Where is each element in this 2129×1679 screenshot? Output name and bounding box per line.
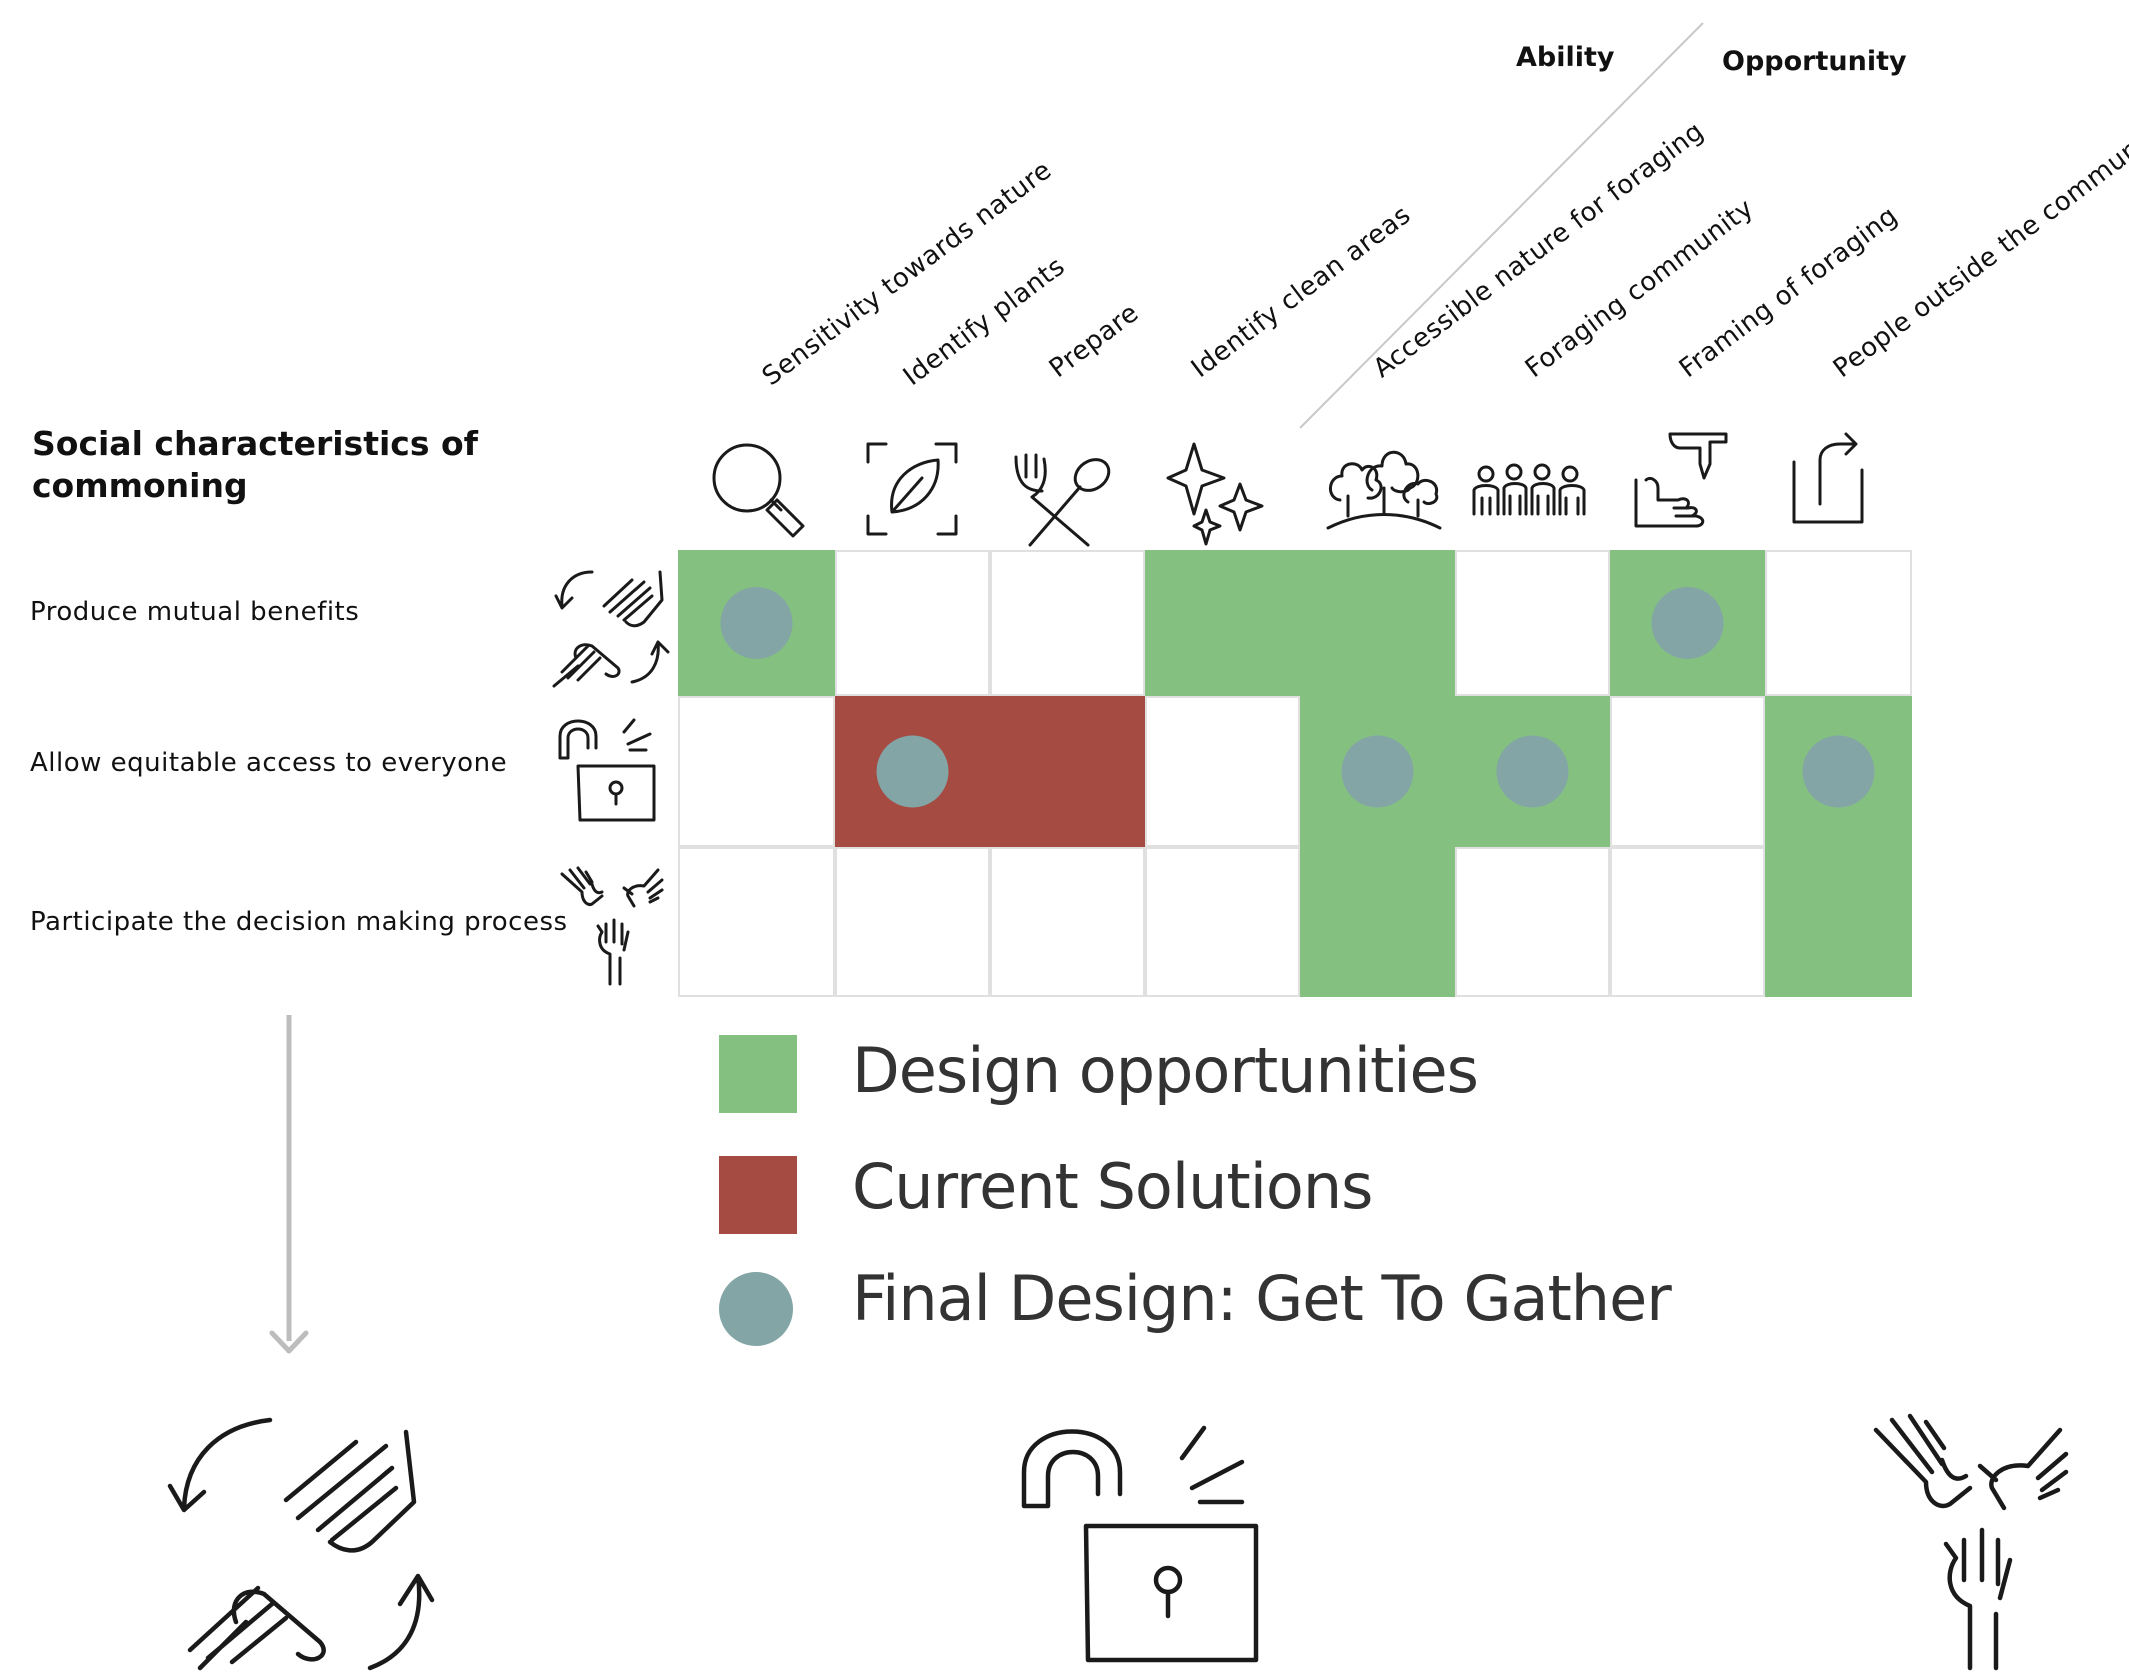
- matrix-cell: [990, 550, 1145, 696]
- matrix-cell: [1610, 847, 1765, 997]
- open-lock-icon: [558, 718, 656, 822]
- legend-swatch-green: [719, 1035, 797, 1113]
- matrix-cell-border: [990, 847, 1145, 997]
- sparkles-icon: [1166, 442, 1264, 546]
- matrix-cell-border: [835, 550, 990, 696]
- matrix-cell-border: [1455, 847, 1610, 997]
- category-opportunity: Opportunity: [1722, 46, 1907, 77]
- final-design-dot: [720, 587, 793, 659]
- final-design-dot: [876, 735, 949, 808]
- trees-icon: [1326, 450, 1442, 530]
- matrix-cell: [1455, 847, 1610, 997]
- hands-frame-icon: [1634, 432, 1728, 528]
- matrix-cell-border: [1610, 696, 1765, 847]
- matrix-cell: [1300, 847, 1455, 997]
- matrix-cell-border: [1455, 550, 1610, 696]
- matrix-cell: [1765, 550, 1912, 696]
- legend-design-opportunities: Design opportunities: [852, 1034, 1479, 1107]
- magnifier-icon: [712, 443, 805, 538]
- share-icon: [1792, 432, 1864, 524]
- down-arrow: [269, 1015, 309, 1354]
- final-design-dot: [1802, 735, 1875, 808]
- fork-spoon-icon: [1014, 453, 1111, 547]
- people-group-icon: [1472, 463, 1586, 516]
- three-hands-icon-large: [1873, 1413, 2069, 1671]
- matrix-cell: [990, 696, 1145, 847]
- matrix-cell: [835, 847, 990, 997]
- matrix-cell: [1765, 847, 1912, 997]
- legend-swatch-red: [719, 1156, 797, 1234]
- leaf-scan-icon: [866, 442, 958, 536]
- open-lock-icon-large: [1021, 1425, 1259, 1663]
- matrix-cell-border: [835, 847, 990, 997]
- matrix-cell-border: [678, 696, 835, 847]
- page-title: Social characteristics of commoning: [32, 424, 478, 505]
- legend-final-design: Final Design: Get To Gather: [852, 1262, 1672, 1335]
- matrix-cell: [1610, 696, 1765, 847]
- matrix-cell: [835, 550, 990, 696]
- matrix-cell: [1145, 696, 1300, 847]
- matrix-cell-border: [1765, 550, 1912, 696]
- matrix-cell: [1145, 550, 1300, 696]
- matrix-cell: [1300, 550, 1455, 696]
- matrix-cell-border: [1145, 847, 1300, 997]
- three-hands-icon: [560, 866, 664, 986]
- row-label-decision-making: Participate the decision making process: [30, 907, 568, 937]
- row-label-mutual-benefits: Produce mutual benefits: [30, 597, 360, 627]
- matrix-cell: [678, 696, 835, 847]
- matrix-cell-border: [1145, 696, 1300, 847]
- matrix-cell: [990, 847, 1145, 997]
- legend-swatch-dot: [719, 1272, 793, 1346]
- matrix-cell-border: [1610, 847, 1765, 997]
- matrix-cell-border: [990, 550, 1145, 696]
- final-design-dot: [1341, 735, 1414, 808]
- final-design-dot: [1496, 735, 1569, 808]
- matrix-cell: [1145, 847, 1300, 997]
- matrix-cell-border: [678, 847, 835, 997]
- matrix-cell: [678, 847, 835, 997]
- final-design-dot: [1651, 587, 1724, 659]
- matrix-cell: [1455, 550, 1610, 696]
- legend-current-solutions: Current Solutions: [852, 1150, 1373, 1223]
- exchange-hands-icon: [552, 570, 670, 688]
- exchange-hands-icon-large: [167, 1417, 435, 1671]
- row-label-equitable-access: Allow equitable access to everyone: [30, 748, 508, 778]
